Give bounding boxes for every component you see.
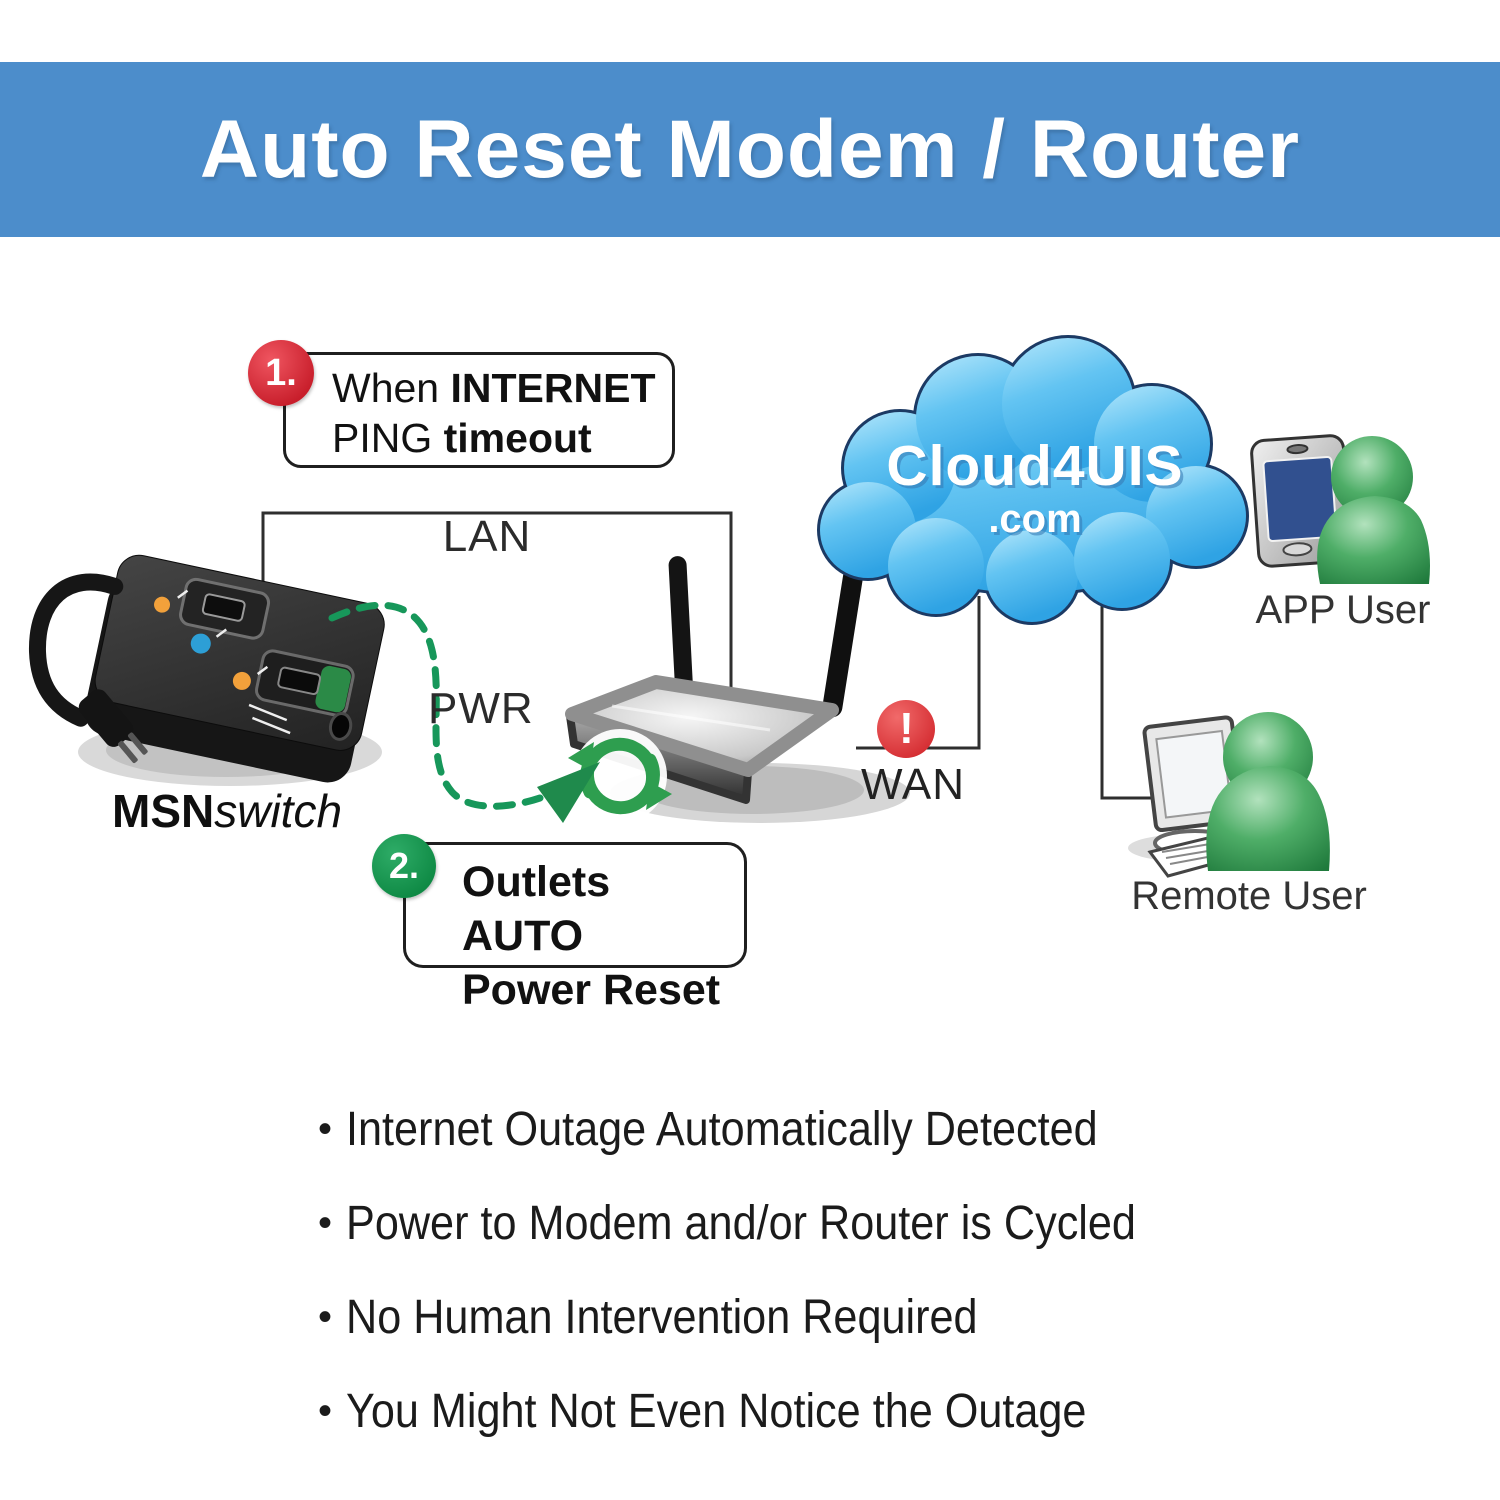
power-plug [78,689,148,764]
list-item: • You Might Not Even Notice the Outage [318,1364,1224,1458]
cloud-domain: .com [988,497,1082,541]
remote-user-person [1206,712,1330,871]
cloud [817,335,1249,625]
bullet-marker: • [318,1106,333,1151]
outlet-2 [255,649,355,717]
status-led-orange-1 [154,596,171,613]
power-jack [328,712,353,741]
wan-label: WAN [860,760,966,809]
callout-2-box: Outlets AUTO Power Reset [403,842,747,1014]
app-user-label: APP User [1255,588,1431,632]
cloud-label: Cloud4UIS .com [885,434,1185,541]
wan-alert-glyph: ! [899,703,914,753]
msn-switch-label: MSNswitch [112,785,343,837]
msn-switch-device [28,554,385,783]
wan-alert-icon [877,700,935,758]
reset-dashed-path [328,601,544,810]
callout-1-line-1: When INTERNET [332,365,656,411]
app-user-person [1317,436,1430,584]
status-led-orange-2 [232,671,251,690]
feature-bullet-list: • Internet Outage Automatically Detected… [318,1082,1224,1458]
bullet-text: No Human Intervention Required [346,1290,978,1344]
callout-1-line-2: PING timeout [332,415,592,461]
step-2-badge: 2. [372,834,436,898]
bullet-marker: • [318,1294,333,1339]
power-cord [28,573,124,727]
bullet-text: Internet Outage Automatically Detected [346,1102,1098,1156]
callout-2-line-1: Outlets AUTO [462,858,611,960]
remote-user-wire [1100,598,1152,800]
list-item: • Internet Outage Automatically Detected [318,1082,1224,1176]
remote-user-label: Remote User [1131,874,1367,918]
lan-wire [261,511,733,698]
pwr-label: PWR [428,684,534,733]
callout-1-box: When INTERNET PING timeout [283,352,675,468]
status-led-blue [190,633,211,654]
bullet-text: You Might Not Even Notice the Outage [346,1384,1087,1438]
panel-tick-marks [177,589,291,735]
router-top [565,675,839,777]
bullet-text: Power to Modem and/or Router is Cycled [346,1196,1136,1250]
bullet-marker: • [318,1200,333,1245]
lan-label: LAN [442,512,532,561]
bullet-marker: • [318,1388,333,1433]
app-user-phone [1250,434,1352,568]
list-item: • No Human Intervention Required [318,1270,1224,1364]
cloud-name: Cloud4UIS [886,434,1184,498]
outlet-1 [179,577,271,640]
router-antenna-left [668,556,694,698]
step-1-badge: 1. [248,340,314,406]
reset-arrow [537,762,600,823]
page-title: Auto Reset Modem / Router [199,103,1301,195]
header-banner: Auto Reset Modem / Router [0,62,1500,237]
router-antenna-right [822,566,864,718]
list-item: • Power to Modem and/or Router is Cycled [318,1176,1224,1270]
callout-2-line-2: Power Reset [462,966,721,1014]
